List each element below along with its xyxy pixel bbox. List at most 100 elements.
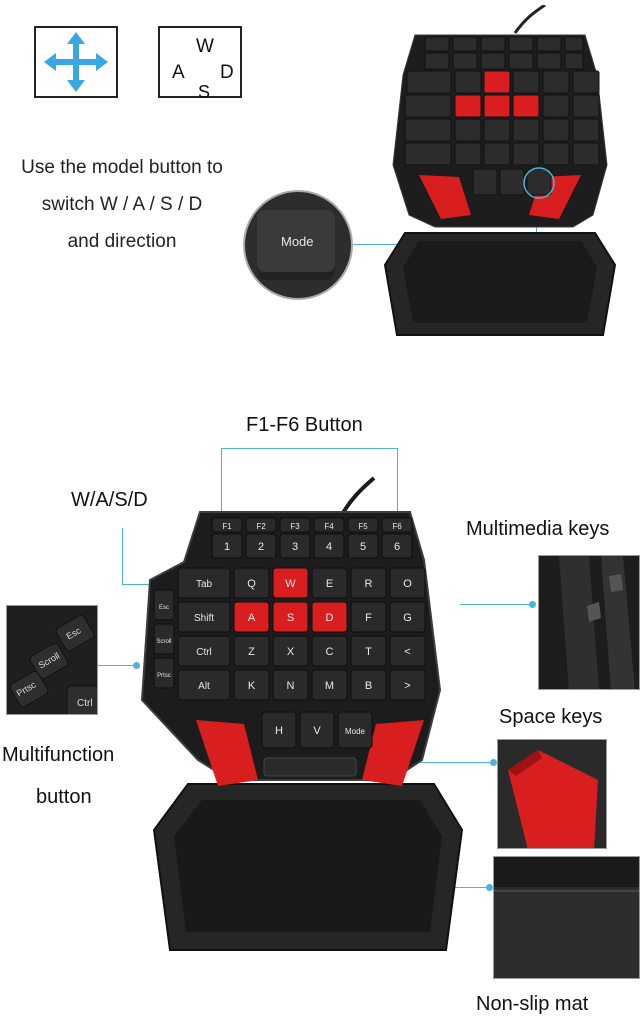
- non-slip-mat-inset: [493, 856, 640, 979]
- key-q-label: Q: [247, 578, 256, 590]
- wasd-label: W/A/S/D: [71, 489, 148, 511]
- multifunction-connector-dot: [133, 662, 140, 669]
- key-o: [389, 567, 426, 599]
- key-alt: [177, 669, 231, 701]
- key-r: [350, 567, 387, 599]
- key-f6: [381, 517, 413, 533]
- key-f: [350, 601, 387, 633]
- key-g-label: G: [403, 612, 412, 624]
- key-s-label: S: [287, 612, 294, 624]
- key-mode-label: Mode: [345, 727, 366, 736]
- key-f2-label: F2: [256, 522, 266, 531]
- caption-line-2: switch W / A / S / D: [41, 194, 203, 215]
- key-ctrl-label: Ctrl: [196, 647, 212, 658]
- multimedia-label: Multimedia keys: [466, 518, 610, 540]
- key-ctrl: [177, 635, 231, 667]
- key-a-label: A: [248, 612, 256, 624]
- key-b-label: B: [365, 680, 372, 692]
- key-mode: [337, 711, 373, 749]
- multifunction-label-line1: Multifunction: [2, 744, 115, 766]
- key-f5: [347, 517, 379, 533]
- key-f1-label: F1: [222, 522, 232, 531]
- key-shift-label: Shift: [194, 613, 214, 624]
- side-key-scroll-label: Scroll: [156, 639, 171, 645]
- key-tab: [177, 567, 231, 599]
- multifunction-keys-inset: Esc Scroll Prtsc Ctrl: [6, 605, 98, 715]
- wasd-letter-a: A: [172, 62, 185, 83]
- space-keys-label: Space keys: [499, 706, 603, 728]
- left-space-key: [196, 720, 258, 786]
- key-w-label: W: [285, 578, 296, 590]
- multimedia-connector-dot: [529, 601, 536, 608]
- key-r-label: R: [365, 578, 373, 590]
- key-gt: [389, 669, 426, 701]
- multifunction-connector-line: [98, 665, 136, 666]
- key-4: [313, 533, 345, 559]
- key-3-label: 3: [292, 541, 298, 553]
- non-slip-mat-label: Non-slip mat: [476, 993, 589, 1015]
- inset-key-ctrl: Ctrl: [77, 698, 93, 709]
- side-key-esc-label: Esc: [159, 605, 169, 611]
- keyboard-top-image: [383, 5, 617, 336]
- wasd-connector-vertical: [122, 528, 123, 584]
- key-5: [347, 533, 379, 559]
- key-f1: [211, 517, 243, 533]
- key-z: [233, 635, 270, 667]
- f-buttons-bracket-left: [221, 448, 222, 520]
- key-m: [311, 669, 348, 701]
- key-f2: [245, 517, 277, 533]
- mode-key-zoom: Mode: [243, 190, 353, 300]
- caption-line-1: Use the model button to: [21, 157, 223, 178]
- key-n-label: N: [287, 680, 295, 692]
- key-e: [311, 567, 348, 599]
- key-h-label: H: [275, 725, 283, 737]
- key-lt: [389, 635, 426, 667]
- key-c-label: C: [326, 646, 334, 658]
- key-x-label: X: [287, 646, 295, 658]
- key-t: [350, 635, 387, 667]
- key-4-label: 4: [326, 541, 332, 553]
- key-f4: [313, 517, 345, 533]
- key-a: [233, 601, 270, 633]
- multimedia-keys-inset: [538, 555, 640, 690]
- caption-line-3: and direction: [67, 231, 177, 252]
- side-key-prtsc: [153, 657, 175, 689]
- key-x: [272, 635, 309, 667]
- key-g: [389, 601, 426, 633]
- wasd-letter-d: D: [220, 62, 234, 83]
- f-buttons-bracket-top: [221, 448, 397, 449]
- four-way-arrow-icon: [44, 32, 108, 92]
- key-k: [233, 669, 270, 701]
- key-3: [279, 533, 311, 559]
- f-buttons-bracket-right: [397, 448, 398, 520]
- key-d-label: D: [326, 612, 334, 624]
- key-6: [381, 533, 413, 559]
- key-f4-label: F4: [324, 522, 334, 531]
- non-slip-connector-line: [440, 887, 488, 888]
- key-f3-label: F3: [290, 522, 300, 531]
- key-2: [245, 533, 277, 559]
- key-k-label: K: [248, 680, 256, 692]
- side-key-esc: [153, 589, 175, 621]
- key-5-label: 5: [360, 541, 366, 553]
- key-t-label: T: [365, 646, 372, 658]
- key-n: [272, 669, 309, 701]
- key-s: [272, 601, 309, 633]
- key-d: [311, 601, 348, 633]
- key-tab-label: Tab: [196, 579, 213, 590]
- key-b: [350, 669, 387, 701]
- key-1-label: 1: [224, 541, 230, 553]
- f-buttons-label: F1-F6 Button: [246, 414, 363, 436]
- multimedia-connector-line: [460, 604, 532, 605]
- key-v-label: V: [313, 725, 321, 737]
- mode-key-zoom-label: Mode: [281, 234, 314, 249]
- space-connector-dot: [490, 759, 497, 766]
- key-m-label: M: [325, 680, 334, 692]
- key-q: [233, 567, 270, 599]
- key-o-label: O: [403, 578, 412, 590]
- key-1: [211, 533, 243, 559]
- space-connector-line: [420, 762, 492, 763]
- key-h: [261, 711, 297, 749]
- key-2-label: 2: [258, 541, 264, 553]
- key-z-label: Z: [248, 646, 255, 658]
